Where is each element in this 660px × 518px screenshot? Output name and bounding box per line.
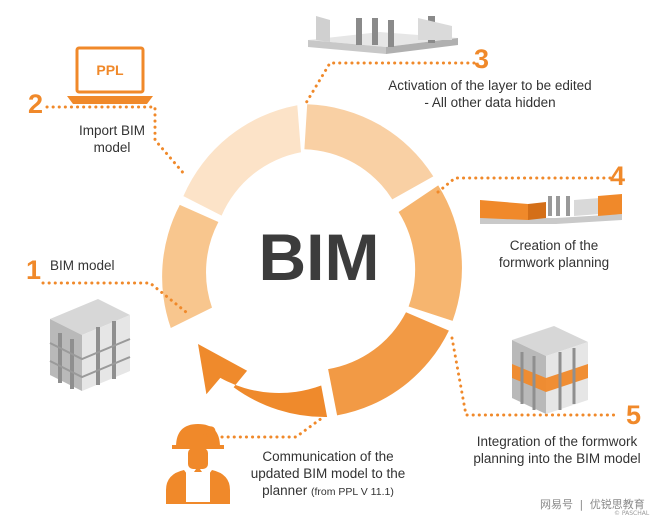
- watermark-brand: 网易号: [540, 498, 573, 511]
- step-1-label-line: BIM model: [50, 258, 115, 273]
- step-4-number: 4: [610, 161, 626, 191]
- watermark: 网易号 | 优锐思教育: [540, 496, 645, 512]
- step-5-number: 5: [626, 400, 642, 430]
- integrated-building-icon: [512, 326, 588, 414]
- step-5-label: Integration of the formwork planning int…: [454, 433, 660, 467]
- watermark-separator: |: [579, 498, 584, 511]
- connector-4: [436, 176, 612, 194]
- ring-segment-top-left: [183, 105, 301, 216]
- step-3-label: Activation of the layer to be edited - A…: [360, 77, 620, 111]
- step-2-label: Import BIM model: [62, 122, 162, 156]
- cycle-ring: [162, 104, 462, 418]
- step-6-label-suffix: (from PPL V 11.1): [310, 486, 394, 498]
- step-5-label-line-1: Integration of the formwork: [476, 434, 638, 449]
- connector-2: [45, 105, 187, 177]
- ring-segment-bottom-right: [328, 312, 449, 416]
- laptop-screen-text: PPL: [96, 62, 124, 78]
- step-3-label-line-1: Activation of the layer to be edited: [388, 78, 592, 93]
- step-2-label-line-1: Import BIM: [78, 123, 145, 138]
- ring-segment-left: [162, 204, 219, 328]
- connector-1: [41, 281, 188, 314]
- step-5-label-line-2: planning into the BIM model: [473, 451, 641, 466]
- step-4-label-line-2: formwork planning: [498, 255, 610, 270]
- formwork-model-icon: [480, 194, 622, 224]
- step-6-label: Communication of the updated BIM model t…: [238, 448, 418, 501]
- worker-icon: [166, 424, 230, 504]
- laptop-icon: PPL: [67, 46, 153, 104]
- step-1-number: 1: [26, 255, 42, 285]
- step-6-label-line-3: planner: [262, 483, 308, 498]
- building-model-icon: [49, 299, 131, 391]
- connector-6: [220, 416, 324, 439]
- step-3-number: 3: [474, 44, 490, 74]
- connector-5: [450, 336, 620, 417]
- ring-segment-right: [398, 185, 462, 321]
- step-2-label-line-2: model: [93, 140, 131, 155]
- layer-model-icon: [308, 16, 458, 54]
- step-3-label-line-2: - All other data hidden: [424, 95, 556, 110]
- connectors: [41, 61, 620, 439]
- step-4-label: Creation of the formwork planning: [484, 237, 624, 271]
- watermark-author: 优锐思教育: [589, 498, 645, 511]
- watermark-credit: © PASCHAL: [614, 510, 650, 517]
- step-6-number: 6: [202, 421, 218, 451]
- center-title: BIM: [258, 220, 380, 294]
- step-1-label: BIM model: [50, 257, 115, 274]
- connector-3: [304, 61, 476, 105]
- step-2-number: 2: [28, 89, 44, 119]
- ring-segment-top-right: [304, 104, 434, 200]
- step-6-label-line-1: Communication of the: [262, 449, 394, 464]
- ring-segment-bottom-arrow: [198, 344, 328, 418]
- step-4-label-line-1: Creation of the: [509, 238, 599, 253]
- step-6-label-line-2: updated BIM model to the: [250, 466, 406, 481]
